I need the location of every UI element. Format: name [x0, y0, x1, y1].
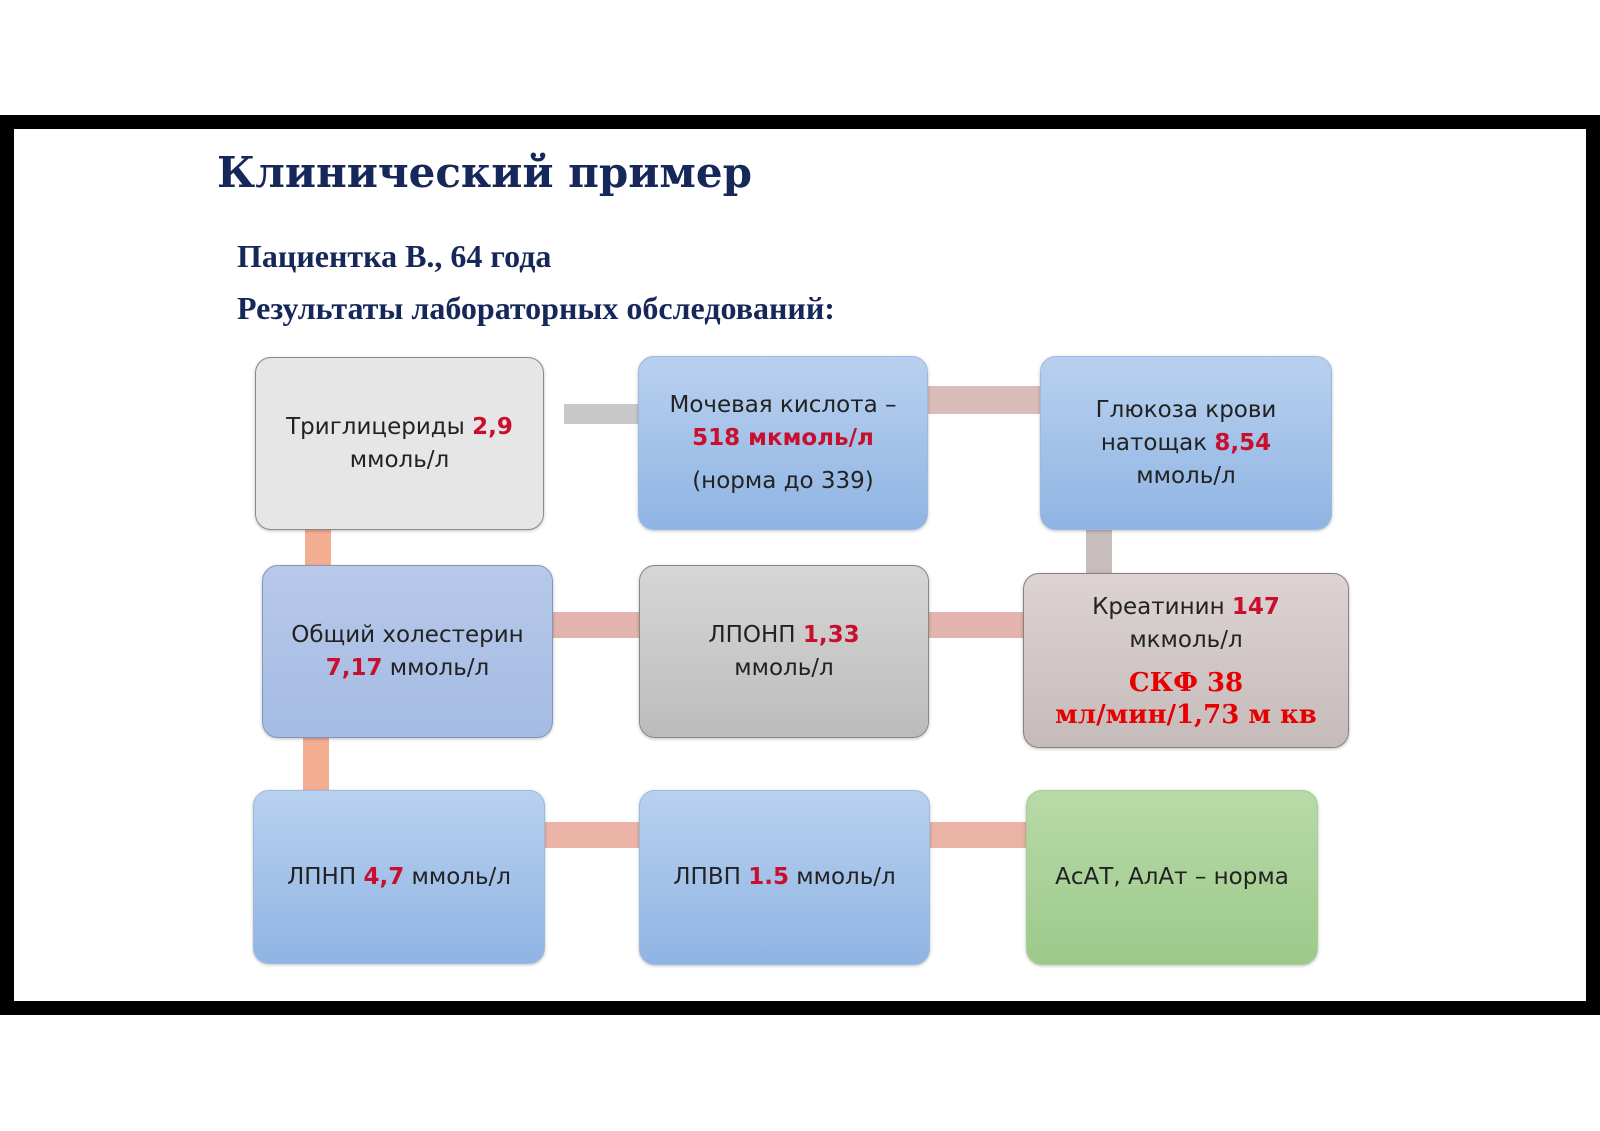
- connector-glucose-creatinine: [1086, 527, 1112, 577]
- triglycerides-label: Триглицериды: [286, 413, 473, 440]
- liver-enzymes-label: АсАТ, АлАт – норма: [1055, 864, 1289, 890]
- connector-uric-glucose: [926, 386, 1044, 414]
- ldl-unit: ммоль/л: [404, 863, 512, 890]
- cholesterol-box: Общий холестерин 7,17 ммоль/л: [262, 565, 553, 738]
- connector-hdl-liver: [928, 822, 1030, 848]
- creatinine-line: Креатинин 147: [1092, 591, 1280, 624]
- liver-enzymes-box: АсАТ, АлАт – норма: [1026, 790, 1318, 965]
- glucose-line: натощак 8,54: [1101, 427, 1271, 460]
- triglycerides-unit: ммоль/л: [349, 446, 450, 473]
- creatinine-label: Креатинин: [1092, 593, 1232, 620]
- hdl-box: ЛПВП 1.5 ммоль/л: [639, 790, 930, 965]
- gfr-value: СКФ 38: [1128, 667, 1244, 698]
- creatinine-value: 147: [1231, 593, 1280, 620]
- triglycerides-line: Триглицериды 2,9: [286, 411, 513, 444]
- connector-triglycerides-cholesterol: [305, 527, 331, 567]
- ldl-value: 4,7: [363, 863, 405, 890]
- creatinine-unit: мкмоль/л: [1129, 626, 1243, 653]
- triglycerides-value: 2,9: [472, 413, 513, 440]
- ldl-box: ЛПНП 4,7 ммоль/л: [253, 790, 545, 964]
- ldl-label: ЛПНП: [286, 863, 364, 890]
- vldl-unit: ммоль/л: [734, 654, 834, 681]
- triglycerides-box: Триглицериды 2,9 ммоль/л: [255, 357, 544, 530]
- uric-acid-value: 518 мкмоль/л: [692, 424, 874, 451]
- glucose-value: 8,54: [1214, 429, 1272, 456]
- vldl-line: ЛПОНП 1,33: [708, 619, 859, 652]
- connector-cholesterol-ldl: [303, 735, 329, 791]
- ldl-line: ЛПНП 4,7 ммоль/л: [287, 861, 511, 894]
- glucose-box: Глюкоза крови натощак 8,54 ммоль/л: [1040, 356, 1332, 530]
- connector-triglycerides-uric: [564, 404, 654, 424]
- creatinine-box: Креатинин 147 мкмоль/л СКФ 38 мл/мин/1,7…: [1023, 573, 1349, 748]
- uric-acid-note: (норма до 339): [692, 467, 874, 494]
- patient-info: Пациентка В., 64 года: [237, 238, 552, 274]
- hdl-label: ЛПВП: [673, 864, 749, 890]
- hdl-unit: ммоль/л: [788, 864, 896, 890]
- glucose-unit: ммоль/л: [1136, 462, 1236, 489]
- hdl-value: 1.5: [748, 864, 789, 890]
- cholesterol-unit: ммоль/л: [382, 654, 490, 681]
- gfr-unit: мл/мин/1,73 м кв: [1055, 699, 1317, 730]
- cholesterol-label: Общий холестерин: [291, 621, 524, 648]
- cholesterol-line: 7,17 ммоль/л: [326, 652, 490, 685]
- vldl-label: ЛПОНП: [708, 621, 803, 648]
- vldl-box: ЛПОНП 1,33 ммоль/л: [639, 565, 929, 738]
- results-heading: Результаты лабораторных обследований:: [237, 290, 835, 326]
- vldl-value: 1,33: [802, 621, 860, 648]
- connector-ldl-hdl: [542, 822, 646, 848]
- uric-acid-box: Мочевая кислота – 518 мкмоль/л (норма до…: [638, 356, 928, 530]
- cholesterol-value: 7,17: [325, 654, 383, 681]
- hdl-line: ЛПВП 1.5 ммоль/л: [673, 861, 896, 894]
- connector-cholesterol-vldl: [548, 612, 646, 638]
- glucose-label: Глюкоза крови: [1095, 396, 1277, 423]
- slide-title: Клинический пример: [217, 148, 752, 197]
- uric-acid-label: Мочевая кислота –: [669, 391, 897, 418]
- glucose-label2: натощак: [1100, 429, 1215, 456]
- connector-vldl-creatinine: [926, 612, 1026, 638]
